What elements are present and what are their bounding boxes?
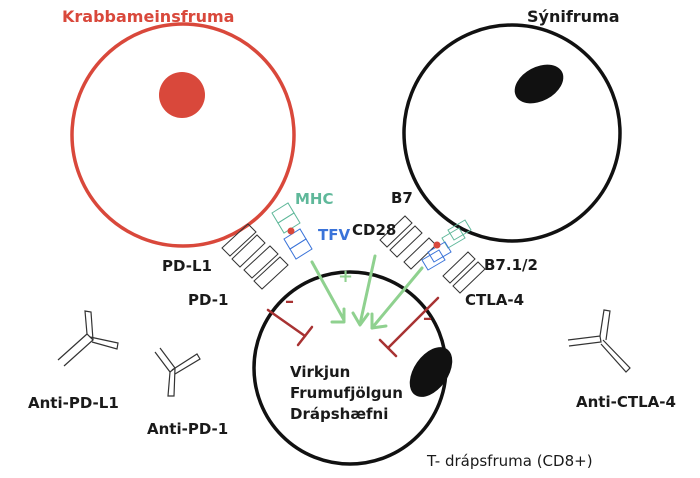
pd-1-receptor-inner [243,245,279,279]
minus-sign-right: – [423,308,432,329]
cancer-cell-label: Krabbameinsfruma [62,7,234,26]
mhc-left-2 [277,212,301,234]
mhc-label: MHC [295,190,334,208]
anti-ctla4-stem [599,309,611,341]
outcome-proliferation: Frumufjölgun [290,384,403,402]
anti-pd1-label: Anti-PD-1 [147,420,228,438]
b7-label: B7 [391,189,413,207]
pd-l1-receptor [221,223,257,257]
mhc-tcr-right [421,219,472,271]
inhibit-right-line [386,296,440,350]
inhibition-markers [266,296,440,358]
tcr-label: TFV [318,226,350,244]
ctla4-label: CTLA-4 [465,291,524,309]
activation-arrow-2 [358,254,377,326]
b712-receptor [442,251,476,284]
minus-sign-left: – [285,291,294,312]
t-cell-label: T- drápsfruma (CD8+) [426,452,593,470]
cancer-cell-nucleus [159,72,205,118]
cd28-receptor-a [389,225,423,258]
activation-arrow-1 [310,260,346,322]
t-cell-nucleus [409,347,453,397]
b7-receptor-a [379,215,413,248]
antigen-right [433,241,441,249]
pdl1-label: PD-L1 [162,257,212,275]
pd1-label: PD-1 [188,291,228,309]
b712-label: B7.1/2 [484,256,538,274]
ctla4-receptor [452,261,486,294]
activation-arrow-3-head [370,312,388,330]
anti-pd1-stem [167,367,176,397]
antibody-anti-pdl1 [57,310,119,367]
mhc-tcr-left [271,202,313,260]
cancer-cell [70,22,296,248]
t-cell [252,270,453,466]
mhc-right-2 [441,227,466,249]
tcr-left-2 [289,238,313,260]
plus-sign: + [338,266,353,287]
mhc-right [447,219,472,241]
pd-l1-receptor-inner [231,234,266,268]
anti-ctla4-label: Anti-CTLA-4 [576,393,676,411]
apc-cell-nucleus [514,64,564,104]
outcome-activation: Virkjun [290,363,350,381]
antigen-left [287,227,295,235]
pd-1-receptor [253,256,289,290]
activation-arrows [310,254,424,330]
anti-pd1-arm-a [154,347,176,373]
apc-cell-membrane [402,23,622,243]
anti-pd1-arm-b [171,353,201,375]
inhibit-left-bar [296,325,314,347]
antibody-anti-pd1 [154,347,201,397]
activation-arrow-2-head [351,311,370,327]
cd28-label: CD28 [352,221,396,239]
cd28-receptor-b [403,237,437,270]
pd-receptor-pair [221,223,289,290]
apc-cell [402,23,622,243]
antibody-anti-ctla4 [567,309,631,373]
anti-ctla4-arm-a [567,335,602,347]
outcome-killing: Drápshæfni [290,405,388,423]
anti-pdl1-stem [84,310,94,341]
tcr-right-2 [421,249,446,271]
activation-arrow-1-head [330,307,346,324]
inhibit-left-line [266,308,307,338]
anti-pdl1-label: Anti-PD-L1 [28,394,119,412]
cancer-cell-membrane [70,22,296,248]
anti-pdl1-arm-b [89,336,119,350]
activation-arrow-3 [370,266,424,330]
inhibit-right-bar [378,338,398,358]
anti-ctla4-arm-b [600,339,631,373]
anti-pdl1-arm-a [57,333,94,367]
apc-cell-label: Sýnifruma [527,7,620,26]
